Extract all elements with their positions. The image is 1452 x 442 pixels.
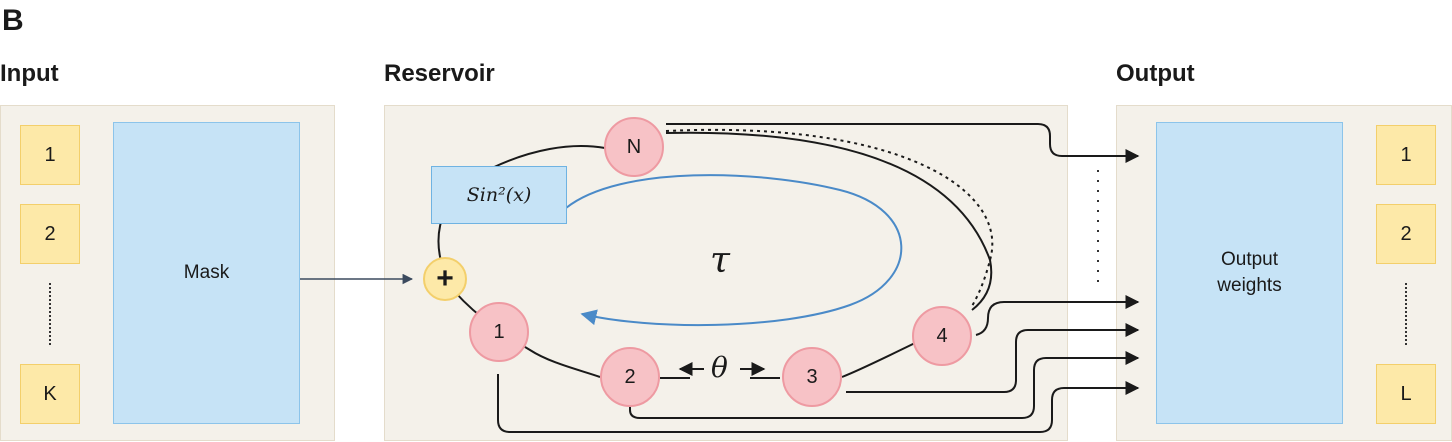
panel-letter: B bbox=[2, 4, 24, 37]
output-line-4 bbox=[975, 295, 1140, 336]
node-3: 3 bbox=[782, 347, 842, 407]
nonlinearity-box: Sin²(x) bbox=[431, 166, 567, 224]
node-n: N bbox=[604, 117, 664, 177]
output-weights-label-line1: Output bbox=[1220, 249, 1279, 271]
reservoir-ring-dotted bbox=[665, 128, 994, 307]
node-2: 2 bbox=[600, 347, 660, 407]
output-ellipsis bbox=[1405, 283, 1407, 345]
output-weights-box: Output weights bbox=[1156, 122, 1343, 424]
delay-symbol: τ bbox=[710, 240, 730, 281]
mask-box: Mask bbox=[113, 122, 300, 424]
theta-symbol: θ bbox=[711, 351, 728, 384]
feedback-loop-arrow bbox=[565, 174, 903, 327]
input-item-1: 1 bbox=[20, 125, 80, 185]
output-line-3 bbox=[846, 323, 1140, 393]
input-ellipsis bbox=[49, 283, 51, 345]
input-item-k: K bbox=[20, 364, 80, 424]
node-1: 1 bbox=[469, 302, 529, 362]
output-line-n bbox=[666, 123, 1140, 163]
input-item-2: 2 bbox=[20, 204, 80, 264]
node-4: 4 bbox=[912, 306, 972, 366]
output-item-1: 1 bbox=[1376, 125, 1436, 185]
sum-node: + bbox=[423, 257, 467, 301]
reservoir-title: Reservoir bbox=[384, 60, 495, 87]
output-item-2: 2 bbox=[1376, 204, 1436, 264]
output-line-2 bbox=[629, 351, 1140, 419]
output-weights-label-line2: weights bbox=[1217, 275, 1282, 296]
output-line-1 bbox=[497, 374, 1140, 433]
output-title: Output bbox=[1116, 60, 1195, 87]
input-title: Input bbox=[0, 60, 59, 87]
output-item-l: L bbox=[1376, 364, 1436, 424]
